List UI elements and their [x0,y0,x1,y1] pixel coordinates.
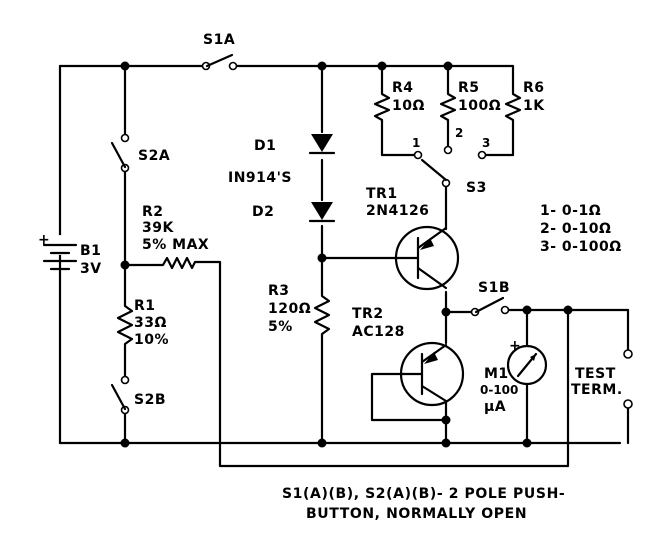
range-legend-1: 1- 0-1Ω [540,203,601,219]
label-meter-plus: + [509,338,521,354]
range-legend-2: 2- 0-10Ω [540,221,611,237]
meter-m1 [506,344,548,386]
label-r1-value: 33Ω [134,315,167,331]
label-s3-pos2: 2 [455,126,463,140]
label-s2b: S2B [134,392,166,408]
resistor-r2 [156,256,200,270]
label-r4-name: R4 [392,80,414,96]
junction-dots [120,61,573,448]
label-r2-value: 39K [142,220,174,236]
label-diode-type: IN914'S [228,170,292,186]
label-r4-value: 10Ω [392,98,425,114]
diode-d2 [308,202,336,223]
diode-d1 [308,134,336,155]
label-r2-tol: 5% MAX [142,237,209,253]
label-b1-value: 3V [80,261,102,277]
label-r1-tol: 10% [134,332,169,348]
resistor-r4 [373,88,391,124]
label-d1: D1 [254,138,276,154]
switch-s1a [201,53,238,71]
label-r6-name: R6 [523,80,545,96]
label-r3-tol: 5% [268,319,293,335]
label-m1-range: 0-100 [480,383,518,397]
label-term: TERM. [571,382,623,398]
resistor-r3 [313,288,331,337]
label-r3-name: R3 [268,283,290,299]
label-r2-name: R2 [142,204,164,220]
label-s3: S3 [466,180,487,196]
range-legend-3: 3- 0-100Ω [540,239,622,255]
label-s3-pos3: 3 [482,136,490,150]
label-battery-plus: + [38,232,50,248]
label-m1-unit: μA [484,399,506,415]
label-s2a: S2A [138,148,170,164]
switch-s2b [110,375,130,415]
label-m1-name: M1 [484,366,509,382]
label-r1-name: R1 [134,298,156,314]
label-r3-value: 120Ω [268,301,311,317]
resistor-r5 [439,88,457,124]
test-terminals [623,349,633,409]
battery-b1 [42,235,78,271]
label-tr2-type: AC128 [352,324,405,340]
switch-s1b [470,296,510,317]
switch-s3 [413,145,487,188]
label-s1b: S1B [478,280,510,296]
label-tr1-type: 2N4126 [366,203,429,219]
resistor-r1 [116,298,134,352]
label-r5-name: R5 [458,80,480,96]
label-r5-value: 100Ω [458,98,501,114]
resistor-r6 [504,88,522,124]
label-s3-pos1: 1 [412,136,420,150]
label-test: TEST [575,366,616,382]
transistor-tr1 [393,220,460,291]
transistor-tr2 [399,341,465,407]
label-s1a: S1A [203,32,235,48]
label-b1-name: B1 [80,243,101,259]
label-d2: D2 [252,204,274,220]
footnote-line2: BUTTON, NORMALLY OPEN [306,506,527,522]
label-tr1-name: TR1 [366,186,398,202]
switch-s2a [110,133,130,173]
label-r6-value: 1K [523,98,545,114]
label-tr2-name: TR2 [352,306,384,322]
footnote-line1: S1(A)(B), S2(A)(B)- 2 POLE PUSH- [282,486,565,502]
